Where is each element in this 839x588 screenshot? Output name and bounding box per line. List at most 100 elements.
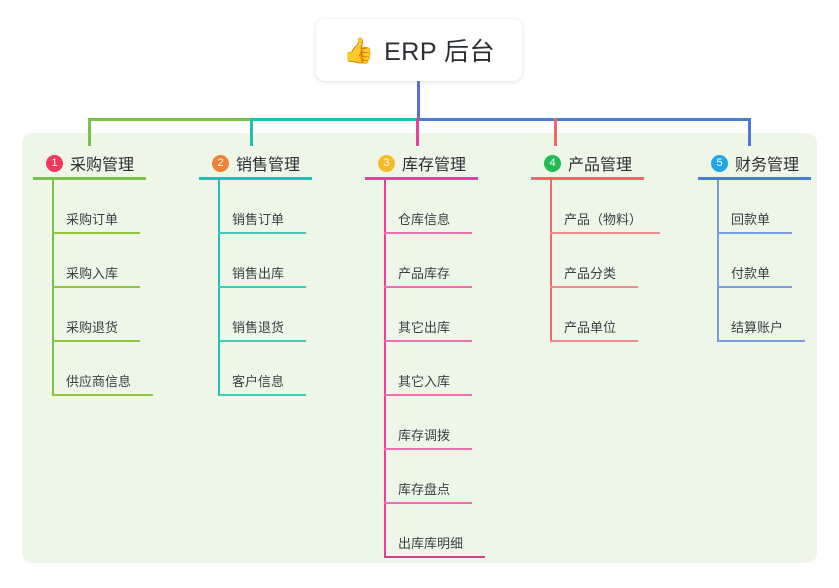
list-item[interactable]: 采购订单 <box>33 180 188 234</box>
item-label: 回款单 <box>731 212 771 227</box>
item-label: 产品分类 <box>564 266 617 281</box>
list-item[interactable]: 产品单位 <box>531 288 701 342</box>
drop-connector-branch4 <box>554 118 557 146</box>
thumbs-up-icon: 👍 <box>342 35 375 65</box>
item-label: 产品（物料） <box>564 212 643 227</box>
branch-trunk-3 <box>384 180 386 558</box>
item-underline <box>52 286 140 288</box>
list-item[interactable]: 仓库信息 <box>365 180 525 234</box>
branch-column-4: 4 产品管理 产品（物料） 产品分类 产品单位 <box>531 146 701 342</box>
list-item[interactable]: 产品（物料） <box>531 180 701 234</box>
branch-badge-4: 4 <box>544 154 561 172</box>
branch-title-4: 产品管理 <box>568 157 633 174</box>
list-item[interactable]: 付款单 <box>698 234 839 288</box>
branch-column-3: 3 库存管理 仓库信息 产品库存 其它出库 其它入库 库存调拨 <box>365 146 525 558</box>
list-item[interactable]: 客户信息 <box>199 342 354 396</box>
branch-trunk-2 <box>218 180 220 396</box>
list-item[interactable]: 销售出库 <box>199 234 354 288</box>
branch-header-1[interactable]: 1 采购管理 <box>33 146 188 180</box>
item-underline <box>218 340 306 342</box>
root-node[interactable]: 👍 ERP 后台 <box>316 19 522 81</box>
item-label: 结算账户 <box>731 320 784 335</box>
list-item[interactable]: 库存调拨 <box>365 396 525 450</box>
branch-badge-3: 3 <box>378 154 395 172</box>
item-label: 仓库信息 <box>398 212 451 227</box>
item-label: 库存调拨 <box>398 428 451 443</box>
branch-items-2: 销售订单 销售出库 销售退货 客户信息 <box>199 180 354 396</box>
diagram-background-panel <box>22 133 817 563</box>
branch-underline-2 <box>199 177 312 180</box>
list-item[interactable]: 销售退货 <box>199 288 354 342</box>
list-item[interactable]: 其它入库 <box>365 342 525 396</box>
list-item[interactable]: 销售订单 <box>199 180 354 234</box>
list-item[interactable]: 其它出库 <box>365 288 525 342</box>
branch-badge-2: 2 <box>212 154 229 172</box>
item-underline <box>384 286 472 288</box>
item-underline <box>717 340 805 342</box>
branch-header-4[interactable]: 4 产品管理 <box>531 146 701 180</box>
item-underline <box>384 556 485 558</box>
list-item[interactable]: 采购退货 <box>33 288 188 342</box>
item-label: 销售退货 <box>232 320 285 335</box>
item-underline <box>717 232 792 234</box>
branch-underline-4 <box>531 177 644 180</box>
branch-items-1: 采购订单 采购入库 采购退货 供应商信息 <box>33 180 188 396</box>
item-label: 库存盘点 <box>398 482 451 497</box>
item-label: 产品库存 <box>398 266 451 281</box>
item-label: 付款单 <box>731 266 771 281</box>
item-underline <box>52 394 153 396</box>
list-item[interactable]: 采购入库 <box>33 234 188 288</box>
item-underline <box>218 394 306 396</box>
list-item[interactable]: 回款单 <box>698 180 839 234</box>
root-stem-connector <box>417 81 420 120</box>
list-item[interactable]: 出库库明细 <box>365 504 525 558</box>
branch-underline-3 <box>365 177 478 180</box>
drop-connector-branch2 <box>250 118 253 146</box>
branch-underline-5 <box>698 177 811 180</box>
item-label: 销售订单 <box>232 212 285 227</box>
branch-column-5: 5 财务管理 回款单 付款单 结算账户 <box>698 146 839 342</box>
branch-title-3: 库存管理 <box>402 157 467 174</box>
list-item[interactable]: 库存盘点 <box>365 450 525 504</box>
branch-trunk-5 <box>717 180 719 342</box>
item-underline <box>52 232 140 234</box>
item-underline <box>550 340 638 342</box>
item-underline <box>384 448 472 450</box>
branch-title-5: 财务管理 <box>735 157 800 174</box>
item-underline <box>384 502 472 504</box>
item-label: 采购入库 <box>66 266 119 281</box>
branch-badge-1: 1 <box>46 154 63 172</box>
list-item[interactable]: 供应商信息 <box>33 342 188 396</box>
item-underline <box>717 286 792 288</box>
item-underline <box>384 340 472 342</box>
item-underline <box>218 286 306 288</box>
branch-header-2[interactable]: 2 销售管理 <box>199 146 354 180</box>
item-underline <box>384 232 472 234</box>
item-underline <box>550 232 660 234</box>
bus-segment-branch1 <box>88 118 252 121</box>
item-underline <box>550 286 638 288</box>
item-label: 产品单位 <box>564 320 617 335</box>
branch-title-2: 销售管理 <box>236 157 301 174</box>
list-item[interactable]: 产品分类 <box>531 234 701 288</box>
bus-segment-branch2 <box>250 118 418 121</box>
item-underline <box>52 340 140 342</box>
branch-trunk-4 <box>550 180 552 342</box>
item-label: 采购退货 <box>66 320 119 335</box>
branch-items-5: 回款单 付款单 结算账户 <box>698 180 839 342</box>
list-item[interactable]: 产品库存 <box>365 234 525 288</box>
item-label: 其它出库 <box>398 320 451 335</box>
branch-badge-5: 5 <box>711 154 728 172</box>
branch-header-5[interactable]: 5 财务管理 <box>698 146 839 180</box>
drop-connector-branch5 <box>748 118 751 146</box>
item-label: 客户信息 <box>232 374 285 389</box>
list-item[interactable]: 结算账户 <box>698 288 839 342</box>
drop-connector-branch3 <box>416 118 419 146</box>
branch-column-2: 2 销售管理 销售订单 销售出库 销售退货 客户信息 <box>199 146 354 396</box>
item-label: 供应商信息 <box>66 374 132 389</box>
item-label: 其它入库 <box>398 374 451 389</box>
branch-items-4: 产品（物料） 产品分类 产品单位 <box>531 180 701 342</box>
item-label: 采购订单 <box>66 212 119 227</box>
branch-header-3[interactable]: 3 库存管理 <box>365 146 525 180</box>
branch-title-1: 采购管理 <box>70 157 135 174</box>
